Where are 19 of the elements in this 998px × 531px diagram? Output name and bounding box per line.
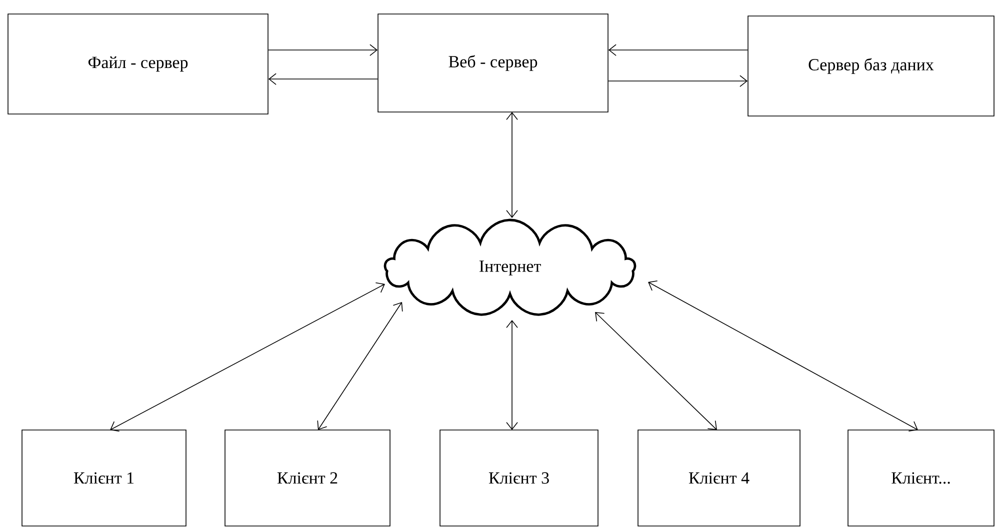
arrow — [608, 75, 748, 87]
arrow — [268, 44, 378, 56]
arrow — [648, 280, 918, 432]
arrow — [110, 282, 385, 432]
client-box: Клієнт 2 — [224, 430, 390, 526]
client-box: Клієнт 1 — [22, 430, 186, 526]
server-box: Веб - сервер — [378, 14, 608, 112]
internet-cloud: Інтернет — [384, 218, 636, 316]
server-box: Файл - сервер — [8, 14, 268, 114]
arrow — [268, 73, 378, 85]
arrow — [506, 320, 518, 430]
client-box: Клієнт 4 — [638, 430, 800, 526]
arrow — [506, 112, 518, 218]
client-box: Клієнт 3 — [440, 430, 598, 526]
client-box: Клієнт... — [848, 430, 994, 526]
arrow — [595, 312, 718, 430]
arrow — [317, 302, 403, 430]
server-box: Сервер баз даних — [748, 16, 994, 116]
arrow — [608, 44, 748, 56]
